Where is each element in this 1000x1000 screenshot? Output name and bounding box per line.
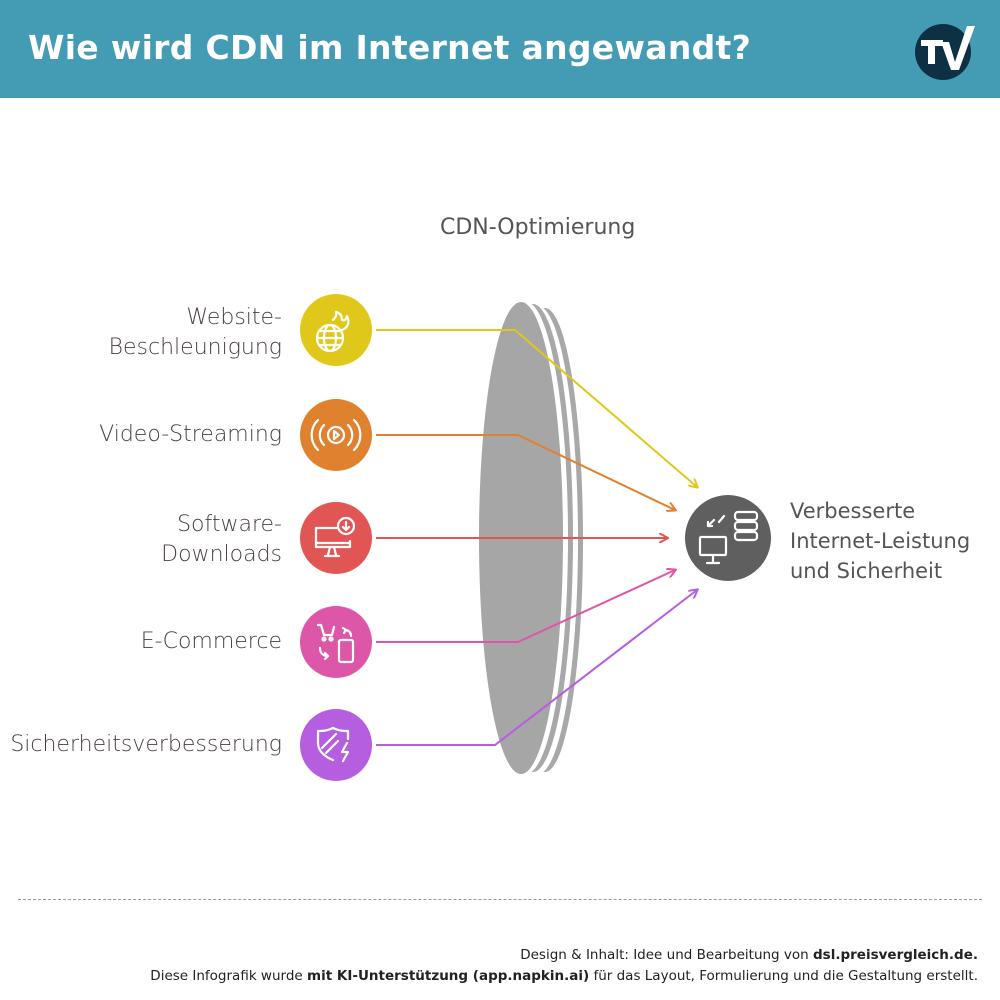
broadcast-play-icon	[310, 418, 362, 452]
connector-ecommerce	[376, 570, 675, 643]
header-bar: Wie wird CDN im Internet angewandt?	[0, 0, 1000, 98]
divider	[18, 899, 982, 900]
monitor-download-icon	[314, 516, 356, 558]
connector-video	[376, 434, 675, 510]
label-website-acceleration: Website-Beschleunigung	[108, 305, 282, 360]
pv-logo	[915, 24, 975, 80]
connector-security	[376, 590, 697, 746]
cart-phone-icon	[316, 623, 355, 664]
footer-credit: Design & Inhalt: Idee und Bearbeitung vo…	[520, 947, 978, 963]
footer-ai-note: Diese Infografik wurde mit KI-Unterstütz…	[150, 968, 978, 984]
center-label: CDN-Optimierung	[440, 215, 636, 240]
label-ecommerce: E-Commerce	[140, 629, 282, 654]
label-video-streaming: Video-Streaming	[99, 422, 282, 447]
globe-fire-icon	[315, 310, 350, 353]
label-security: Sicherheitsverbesserung	[10, 732, 282, 757]
connector-website	[376, 329, 697, 487]
page-title: Wie wird CDN im Internet angewandt?	[28, 28, 752, 67]
shield-bolt-icon	[316, 726, 350, 763]
server-monitor-icon	[698, 510, 759, 565]
label-software-downloads: Software-Downloads	[161, 512, 282, 567]
